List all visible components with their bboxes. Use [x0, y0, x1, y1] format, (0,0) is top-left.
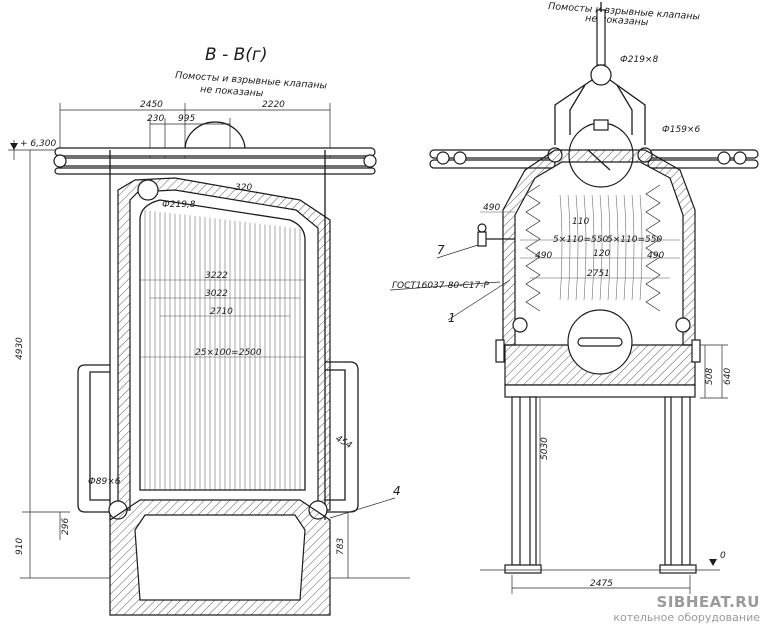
side-flange-left [495, 339, 505, 363]
lower-collector-right [675, 317, 691, 333]
callout-4: 4 [393, 484, 401, 498]
lower-collector-left [512, 317, 528, 333]
gost-leader [389, 281, 501, 291]
dim-320: 320 [235, 183, 252, 193]
dim-3022: 3022 [205, 289, 228, 299]
steam-line-right [609, 79, 646, 145]
dim-783: 783 [336, 538, 346, 555]
dim-490-a: 490 [483, 203, 500, 213]
steam-line-left [554, 79, 593, 145]
gost-label: ГОСТ16037-80-С17-Р [392, 281, 489, 291]
right-downcomer-loop [325, 361, 359, 513]
dim-2751: 2751 [587, 269, 610, 279]
callout-1-leader [447, 279, 511, 321]
dim-508: 508 [705, 368, 715, 385]
interior-dimension-lines [140, 279, 305, 358]
right-downcomer-inner [325, 369, 346, 501]
manhole [577, 337, 623, 347]
right-header-pipes [429, 147, 759, 169]
dim-3222: 3222 [205, 271, 228, 281]
callout-7-leader [436, 244, 479, 259]
dim-296: 296 [61, 518, 71, 535]
right-interior-dims [480, 211, 680, 279]
serpentine-tubes [525, 184, 661, 312]
watermark: SIBHEAT.RU котельное оборудование [613, 593, 760, 624]
drum-nozzle [593, 119, 609, 131]
dim-490-b: 490 [535, 251, 552, 261]
zero-label: 0 [720, 551, 726, 561]
elevation-label: + 6,300 [20, 139, 56, 149]
dim-2450: 2450 [140, 100, 163, 110]
steam-line-right-2 [616, 84, 633, 135]
dim-640: 640 [723, 368, 733, 385]
dim-height: 4930 [15, 337, 25, 360]
ash-pit-brickwork [109, 499, 331, 616]
left-downcomer-loop [77, 364, 110, 513]
callout-7: 7 [437, 243, 445, 257]
furnace-chamber-outline [139, 199, 306, 491]
left-vertical-dims [22, 150, 70, 578]
screen-tube-bank [144, 210, 301, 490]
watermark-site: SIBHEAT.RU [656, 593, 760, 611]
dim-490-c: 490 [647, 251, 664, 261]
pipe-top-label: Ф219×8 [620, 55, 658, 65]
watermark-tagline: котельное оборудование [613, 611, 760, 624]
right-front-view: Помосты и взрывные клапаны не показаны Ф… [389, 1, 759, 594]
section-title: В - В(г) [205, 45, 267, 65]
left-note-line2: не показаны [200, 84, 264, 99]
left-section-view: В - В(г) Помосты и взрывные клапаны не п… [8, 45, 410, 616]
dim-230: 230 [147, 114, 164, 124]
dim-2475: 2475 [590, 579, 613, 589]
left-downcomer-inner [89, 371, 110, 501]
dim-5030: 5030 [540, 437, 550, 460]
safety-valve [590, 2, 612, 86]
pipe-side-label: Ф159×6 [662, 125, 700, 135]
dim-995: 995 [178, 114, 195, 124]
bottom-width-dim [511, 575, 691, 594]
steam-line-left-2 [569, 84, 586, 135]
support-frame [504, 384, 697, 574]
upper-drum-dome [184, 121, 246, 151]
dim-2710: 2710 [210, 307, 233, 317]
right-vertical-dims [539, 344, 728, 565]
dim-grid-1: 5×110=550 [553, 235, 608, 245]
dim-454: 454 [334, 434, 354, 451]
side-pipe-label: Ф89×6 [88, 477, 121, 487]
top-collector [137, 179, 159, 201]
top-header-pipes [53, 147, 377, 175]
dim-2220: 2220 [262, 100, 285, 110]
side-flange-right [691, 339, 701, 363]
callout-1: 1 [448, 311, 456, 325]
left-pipe-label: Ф219,8 [162, 200, 196, 210]
zero-marker [709, 559, 717, 566]
feed-valve [477, 223, 515, 247]
dim-tube-pitch: 25×100=2500 [195, 348, 262, 358]
dim-110: 110 [572, 217, 589, 227]
dim-grid-2: 5×110=550 [607, 235, 662, 245]
callout-4-leader [329, 497, 396, 519]
dim-910: 910 [15, 538, 25, 555]
dim-120: 120 [593, 249, 610, 259]
furnace-wall-lining [117, 177, 331, 511]
